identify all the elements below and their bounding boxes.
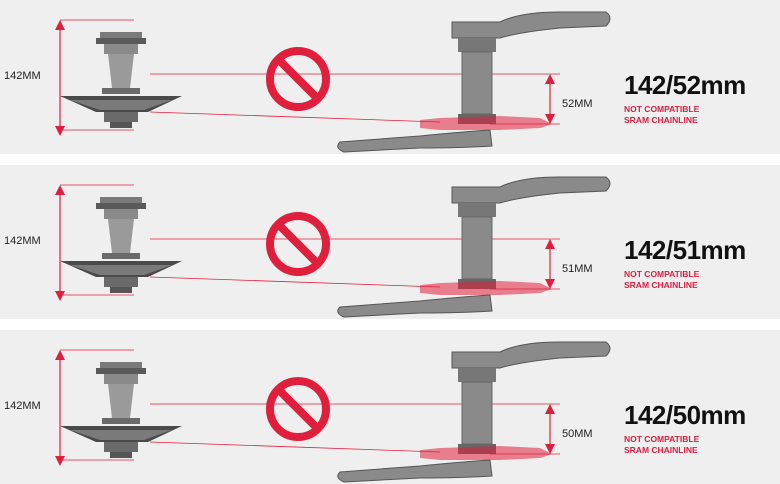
compatibility-panel-3: 142MM 50MM 142/50mm NOT COMPATIBLE SRAM …: [0, 330, 780, 484]
chainline-dimension: [490, 404, 560, 455]
hub-width-label: 142MM: [4, 400, 41, 412]
hub-width-dimension: [55, 349, 134, 466]
chainline-dimension: [490, 239, 560, 290]
diagram-graphic: [55, 11, 611, 153]
diagram-graphic: [55, 176, 611, 318]
hub-width-label: 142MM: [4, 70, 41, 82]
chainline-guide: [149, 441, 441, 453]
diagram-graphic: [55, 341, 611, 483]
compatibility-panel-1: 142MM 52MM 142/52mm NOT COMPATIBLE SRAM …: [0, 0, 780, 154]
prohibited-icon: [266, 47, 330, 111]
chainline-label: 51MM: [562, 263, 593, 275]
compatibility-note: NOT COMPATIBLE: [624, 269, 700, 279]
crankset-illustration: [337, 341, 611, 483]
crankset-illustration: [337, 176, 611, 318]
chainline-guide: [149, 111, 441, 123]
chainline-guide: [149, 276, 441, 288]
chainline-label: 52MM: [562, 98, 593, 110]
panel-title: 142/52mm: [624, 70, 746, 100]
hub-cassette-illustration: [60, 362, 182, 458]
hub-cassette-illustration: [60, 32, 182, 128]
prohibited-icon: [266, 377, 330, 441]
hub-width-dimension: [55, 184, 134, 301]
prohibited-icon: [266, 212, 330, 276]
hub-width-dimension: [55, 19, 134, 136]
chainline-label: 50MM: [562, 428, 593, 440]
panel-title: 142/51mm: [624, 235, 746, 265]
compatibility-note: NOT COMPATIBLE: [624, 104, 700, 114]
compatibility-note: NOT COMPATIBLE: [624, 434, 700, 444]
chainline-dimension: [490, 74, 560, 125]
hub-cassette-illustration: [60, 197, 182, 293]
panel-title: 142/50mm: [624, 400, 746, 430]
standard-note: SRAM CHAINLINE: [624, 445, 698, 455]
compatibility-panel-2: 142MM 51MM 142/51mm NOT COMPATIBLE SRAM …: [0, 165, 780, 319]
hub-width-label: 142MM: [4, 235, 41, 247]
standard-note: SRAM CHAINLINE: [624, 115, 698, 125]
crankset-illustration: [337, 11, 611, 153]
standard-note: SRAM CHAINLINE: [624, 280, 698, 290]
